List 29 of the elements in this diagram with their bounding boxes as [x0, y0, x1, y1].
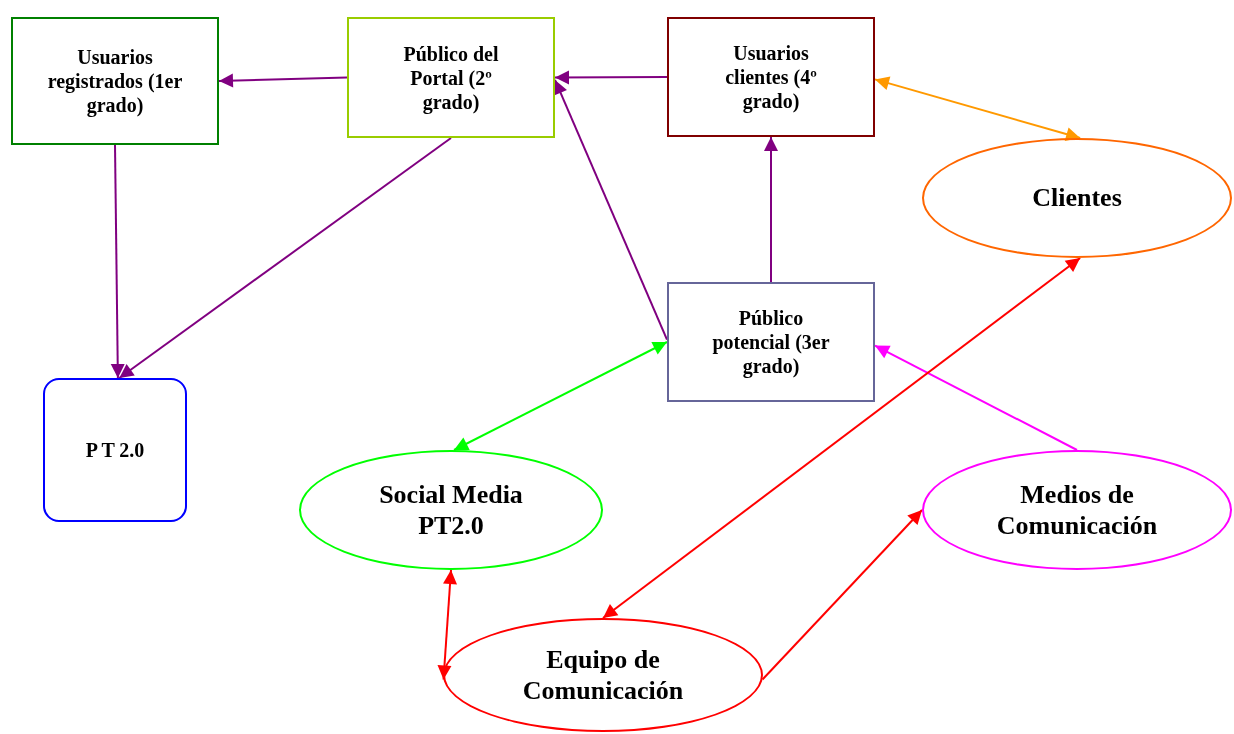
rounded-box	[43, 378, 187, 522]
arrow	[764, 136, 778, 283]
ellipse-node	[443, 618, 763, 732]
node-label: P T 2.0	[85, 438, 145, 462]
node-label: Clientes	[1032, 182, 1122, 214]
process-box	[667, 17, 875, 137]
arrow	[554, 78, 668, 341]
ellipse-node	[299, 450, 603, 570]
node-label: Usuarios clientes (4º grado)	[724, 41, 818, 113]
node-label: Usuarios registrados (1er grado)	[46, 45, 184, 117]
process-box	[11, 17, 219, 145]
node-label: Social Media PT2.0	[378, 478, 524, 542]
node-label: Público del Portal (2º grado)	[402, 41, 500, 114]
arrow	[218, 73, 348, 88]
ellipse-node	[922, 138, 1232, 258]
node-label: Medios de Comunicación	[995, 478, 1159, 542]
arrow	[118, 137, 452, 379]
arrow	[874, 344, 1078, 451]
arrow	[761, 509, 923, 681]
ellipse-node	[922, 450, 1232, 570]
process-box	[667, 282, 875, 402]
arrow	[453, 341, 668, 451]
process-box	[347, 17, 555, 138]
arrow	[110, 144, 125, 379]
arrow	[602, 257, 1082, 619]
arrow	[874, 76, 1082, 141]
arrow	[554, 70, 668, 85]
node-label: Equipo de Comunicación	[521, 643, 685, 707]
node-label: Público potencial (3er grado)	[711, 306, 831, 378]
